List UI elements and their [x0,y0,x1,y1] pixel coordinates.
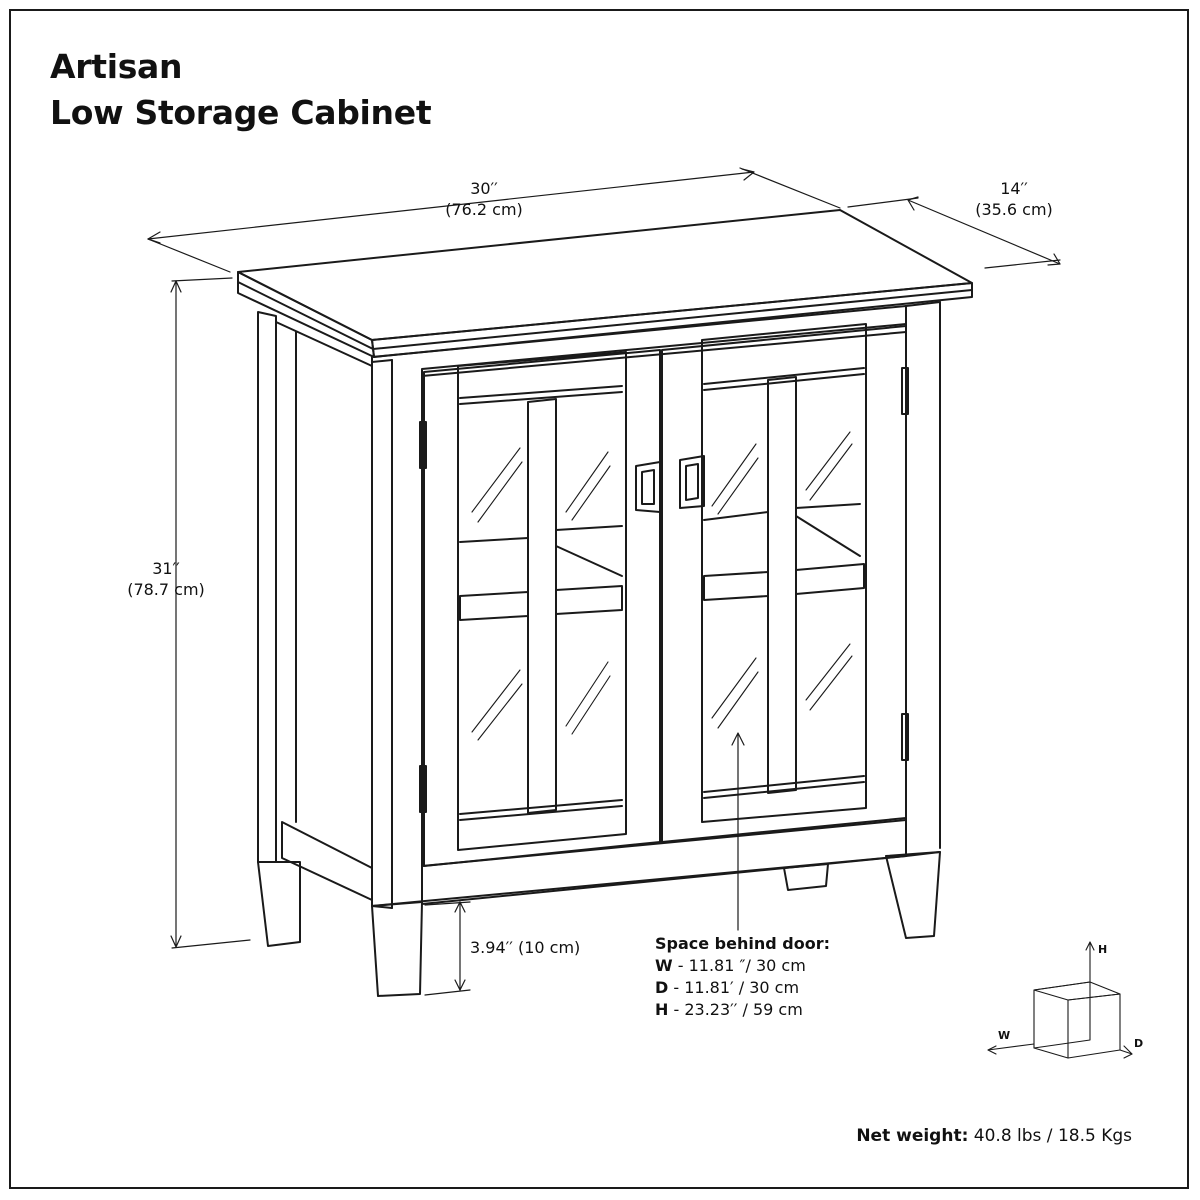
depth-metric: (35.6 cm) [975,200,1053,219]
space-row-h: H - 23.23′′ / 59 cm [655,999,830,1021]
space-row-w-key: W [655,956,673,975]
depth-dimension-line [847,196,1061,269]
net-weight: Net weight: 40.8 lbs / 18.5 Kgs [856,1126,1132,1146]
title-line-2: Low Storage Cabinet [50,93,432,132]
space-row-d-value: - 11.81′ / 30 cm [668,978,800,997]
product-title: Artisan Low Storage Cabinet [50,44,432,136]
axis-legend-cube [987,941,1133,1059]
depth-imperial: 14′′ [1000,179,1028,198]
height-imperial: 31′′ [152,559,180,578]
cabinet-side [257,311,373,947]
space-row-h-value: - 23.23′′ / 59 cm [668,1000,803,1019]
height-metric: (78.7 cm) [127,580,205,599]
cabinet-legs [371,851,941,997]
axis-label-d: D [1134,1037,1144,1050]
width-label: 30′′ (76.2 cm) [438,178,530,220]
leg-clearance-label: 3.94′′ (10 cm) [470,938,581,957]
width-imperial: 30′′ [470,179,498,198]
space-row-w: W - 11.81 ″/ 30 cm [655,955,830,977]
cabinet-top [237,209,973,358]
space-row-w-value: - 11.81 ″/ 30 cm [672,956,806,975]
depth-label: 14′′ (35.6 cm) [968,178,1060,220]
net-weight-label: Net weight: [856,1126,969,1146]
leg-clearance-dimension-line [424,901,471,996]
net-weight-value: 40.8 lbs / 18.5 Kgs [968,1126,1132,1146]
right-door [661,323,909,843]
axis-label-w: W [998,1029,1011,1042]
space-behind-door-heading: Space behind door: [655,934,830,953]
left-door [419,349,661,867]
outer-frame [9,9,1189,1189]
space-behind-door-pointer [731,732,745,931]
width-metric: (76.2 cm) [445,200,523,219]
title-line-1: Artisan [50,47,183,86]
height-label: 31′′ (78.7 cm) [118,558,214,600]
width-dimension-line [147,167,841,273]
space-row-h-key: H [655,1000,669,1019]
axis-label-h: H [1098,943,1108,956]
height-dimension-line [170,277,251,949]
space-row-d-key: D [655,978,669,997]
space-behind-door: Space behind door: W - 11.81 ″/ 30 cm D … [655,933,830,1021]
space-row-d: D - 11.81′ / 30 cm [655,977,830,999]
